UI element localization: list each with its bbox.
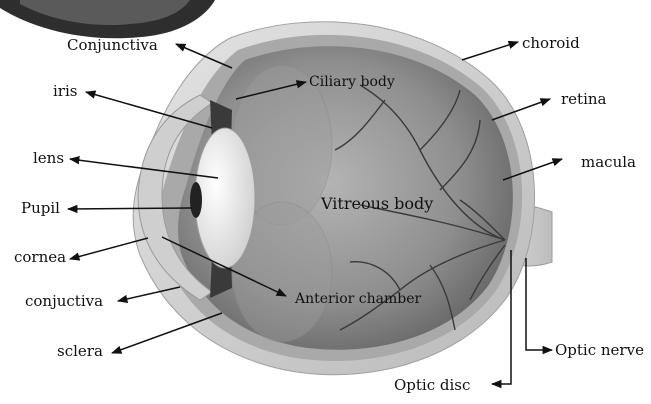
label-lens: lens	[33, 149, 64, 167]
label-conjunctiva-top: Conjunctiva	[67, 36, 158, 54]
label-macula: macula	[581, 153, 636, 171]
lens-shape	[195, 128, 255, 268]
arrow-cornea	[70, 238, 148, 259]
label-cornea: cornea	[14, 248, 66, 266]
label-sclera: sclera	[57, 342, 103, 360]
label-optic-nerve: Optic nerve	[555, 341, 644, 359]
pupil-shape	[190, 182, 202, 218]
label-choroid: choroid	[522, 34, 580, 52]
arrow-choroid	[462, 42, 518, 60]
label-optic-disc: Optic disc	[394, 376, 470, 394]
label-ciliary-body: Ciliary body	[309, 74, 395, 90]
label-conjuctiva-bottom: conjuctiva	[25, 292, 103, 310]
arrow-pupil	[68, 208, 192, 209]
arrow-optic-nerve	[526, 258, 552, 350]
label-vitreous-body: Vitreous body	[320, 194, 433, 213]
label-anterior-chamber: Anterior chamber	[294, 291, 422, 307]
label-pupil: Pupil	[21, 199, 60, 217]
label-iris: iris	[53, 82, 77, 100]
label-retina: retina	[561, 90, 607, 108]
partial-eye-illustration	[0, 0, 215, 38]
